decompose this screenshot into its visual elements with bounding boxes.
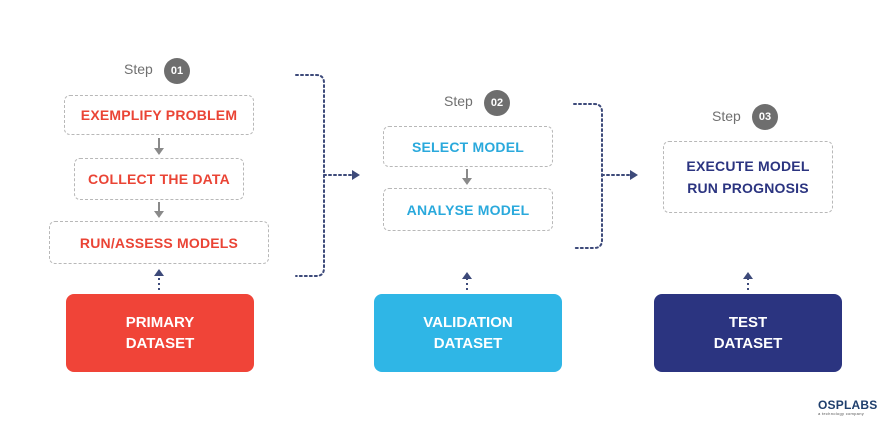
step-number-badge: 02: [484, 90, 510, 116]
right-arrow-icon: [352, 170, 360, 180]
task-box: COLLECT THE DATA: [74, 158, 244, 200]
dataset-line-1: PRIMARY: [125, 314, 195, 331]
dataset-line-1: VALIDATION: [423, 314, 513, 331]
task-line: RUN PROGNOSIS: [687, 180, 809, 196]
down-arrow-icon: [462, 169, 472, 185]
task-box: EXEMPLIFY PROBLEM: [64, 95, 254, 135]
right-arrow-icon: [630, 170, 638, 180]
bracket-connector-2: [573, 103, 631, 249]
primary-dataset-box: PRIMARY DATASET: [66, 294, 254, 372]
bracket-connector-1: [295, 74, 353, 277]
step-label: Step: [444, 93, 473, 109]
task-box: ANALYSE MODEL: [383, 188, 553, 231]
up-arrow-icon: [462, 272, 472, 290]
task-box: RUN/ASSESS MODELS: [49, 221, 269, 264]
step-label: Step: [712, 108, 741, 124]
down-arrow-icon: [154, 138, 164, 155]
up-arrow-icon: [743, 272, 753, 290]
logo-tagline: a technology company: [818, 411, 865, 416]
task-box: EXECUTE MODEL RUN PROGNOSIS: [663, 141, 833, 213]
down-arrow-icon: [154, 202, 164, 218]
logo-wordmark: OSPLABS: [818, 398, 878, 412]
dataset-line-2: DATASET: [125, 335, 195, 352]
dataset-line-2: DATASET: [433, 335, 503, 352]
dataset-line-1: TEST: [728, 314, 768, 331]
osplabs-logo: OSPLABS a technology company: [818, 399, 877, 417]
task-box: SELECT MODEL: [383, 126, 553, 167]
task-line: EXECUTE MODEL: [686, 158, 810, 174]
step-number-badge: 01: [164, 58, 190, 84]
step-number-badge: 03: [752, 104, 778, 130]
test-dataset-box: TEST DATASET: [654, 294, 842, 372]
validation-dataset-box: VALIDATION DATASET: [374, 294, 562, 372]
dataset-line-2: DATASET: [713, 335, 783, 352]
step-label: Step: [124, 61, 153, 77]
up-arrow-icon: [154, 269, 164, 290]
